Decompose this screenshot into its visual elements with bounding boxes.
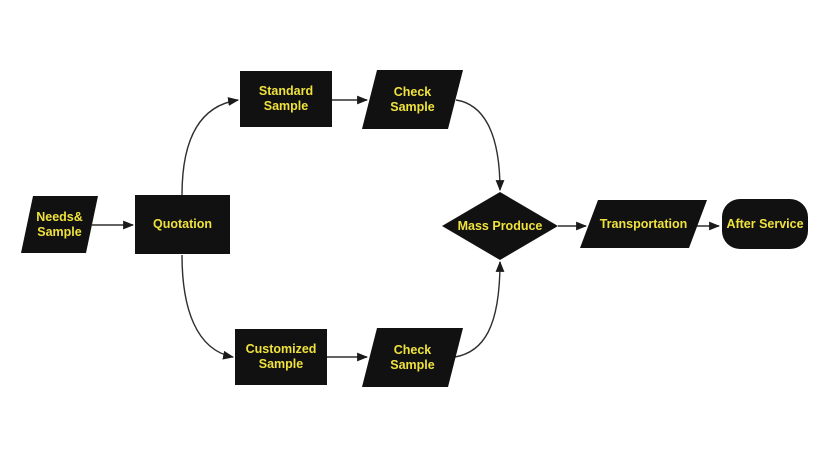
node-after-service-label: After Service xyxy=(726,216,804,231)
node-needs-sample-label: Needs& Sample xyxy=(36,209,83,239)
node-mass-produce: Mass Produce xyxy=(442,192,558,260)
node-check-sample-top: Check Sample xyxy=(362,70,463,129)
node-transportation-label: Transportation xyxy=(599,216,688,231)
node-customized-sample-label: Customized Sample xyxy=(245,342,317,371)
node-quotation-label: Quotation xyxy=(152,217,212,231)
node-mass-produce-label: Mass Produce xyxy=(457,218,543,233)
connector-quotation-to-standard xyxy=(181,97,240,196)
node-after-service: After Service xyxy=(722,199,808,249)
node-customized-sample: Customized Sample xyxy=(235,329,327,385)
node-standard-sample-label: Standard Sample xyxy=(258,84,314,113)
node-quotation: Quotation xyxy=(135,195,230,254)
node-check-sample-top-label: Check Sample xyxy=(390,84,435,114)
connector-checkbottom-to-mass xyxy=(454,260,505,358)
node-standard-sample: Standard Sample xyxy=(240,71,332,127)
node-needs-sample: Needs& Sample xyxy=(21,196,98,253)
node-check-sample-bottom-label: Check Sample xyxy=(390,342,435,372)
node-check-sample-bottom: Check Sample xyxy=(362,328,463,387)
node-transportation: Transportation xyxy=(580,200,707,248)
connector-checktop-to-mass xyxy=(455,99,505,192)
connector-quotation-to-customized xyxy=(181,254,235,360)
